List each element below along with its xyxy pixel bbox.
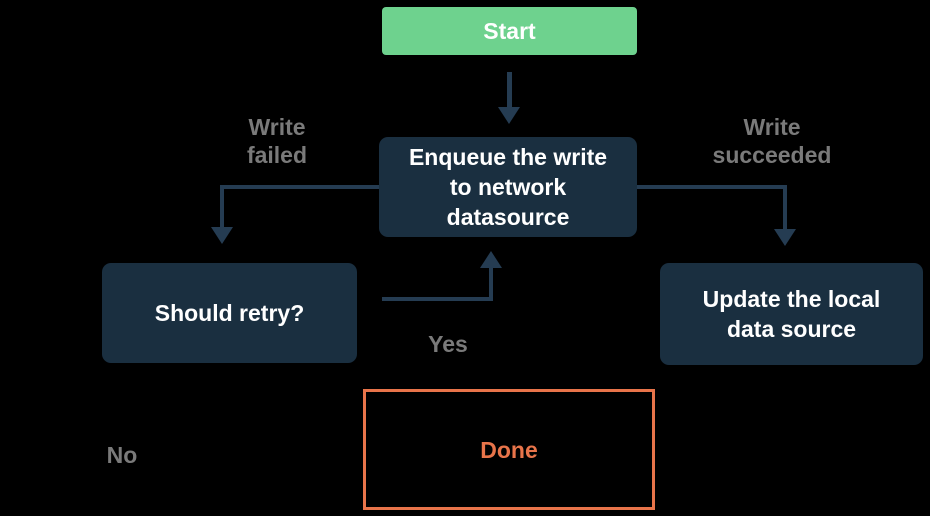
edge-line (382, 297, 493, 301)
write-succeeded-label: Write succeeded (712, 114, 832, 168)
arrowhead-down-icon (498, 107, 520, 124)
edge-line (783, 185, 787, 231)
edge-line (220, 185, 224, 229)
edge-line (507, 72, 512, 109)
edge-line (222, 185, 379, 189)
done-node: Done (363, 389, 655, 510)
should-retry-node: Should retry? (102, 263, 357, 363)
arrowhead-up-icon (480, 251, 502, 268)
start-node: Start (382, 7, 637, 55)
enqueue-write-node: Enqueue the write to network datasource (379, 137, 637, 237)
arrowhead-down-icon (211, 227, 233, 244)
update-local-data-node: Update the local data source (660, 263, 923, 365)
no-label: No (106, 442, 138, 468)
edge-line (489, 266, 493, 301)
edge-line (637, 185, 783, 189)
yes-label: Yes (428, 331, 468, 357)
arrowhead-down-icon (774, 229, 796, 246)
write-failed-label: Write failed (246, 114, 308, 168)
